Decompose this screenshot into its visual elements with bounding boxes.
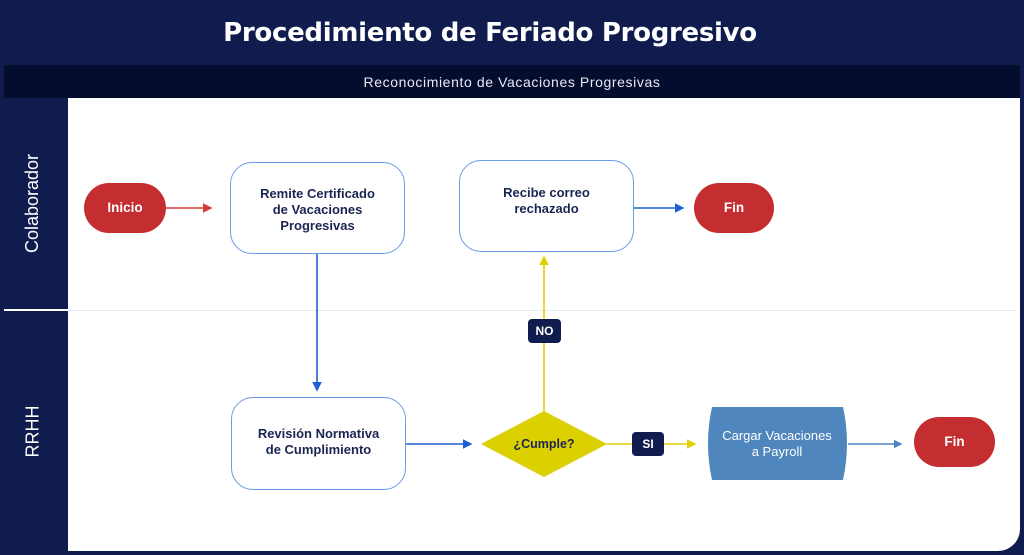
page-title: Procedimiento de Feriado Progresivo xyxy=(223,18,757,48)
badge-no: NO xyxy=(528,319,561,343)
decision-label: ¿Cumple? xyxy=(513,437,575,451)
badge-si: SI xyxy=(632,432,664,456)
decision-diamond[interactable] xyxy=(481,411,607,477)
start-terminal[interactable]: Inicio xyxy=(84,183,166,233)
process-revision-normativa[interactable]: Revisión Normativa de Cumplimiento xyxy=(231,397,406,490)
payroll-data-shape[interactable] xyxy=(708,407,847,480)
lane-divider-label xyxy=(4,309,68,311)
process-remite-certificado[interactable]: Remite Certificado de Vacaciones Progres… xyxy=(230,162,405,254)
end-terminal-ok[interactable]: Fin xyxy=(914,417,995,467)
lane-divider xyxy=(68,310,1016,311)
end-terminal-rechazo[interactable]: Fin xyxy=(694,183,774,233)
process-recibe-correo[interactable]: Recibe correo rechazado xyxy=(459,160,634,252)
subtitle-bar: Reconocimiento de Vacaciones Progresivas xyxy=(4,65,1020,98)
subtitle: Reconocimiento de Vacaciones Progresivas xyxy=(363,73,661,90)
payroll-label: Cargar Vacaciones a Payroll xyxy=(722,428,832,459)
